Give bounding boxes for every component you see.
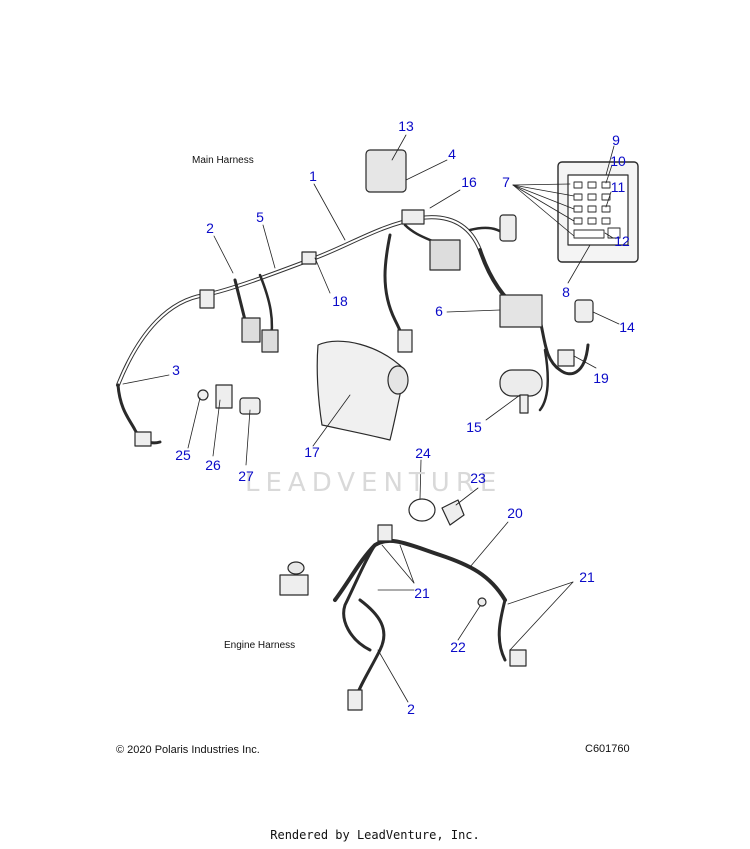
callout-27[interactable]: 27 xyxy=(238,468,254,484)
callout-4[interactable]: 4 xyxy=(448,146,456,162)
callout-24[interactable]: 24 xyxy=(415,445,431,461)
callout-2[interactable]: 2 xyxy=(206,220,214,236)
callout-26[interactable]: 26 xyxy=(205,457,221,473)
watermark: LEADVENTURE xyxy=(245,468,503,498)
callout-16[interactable]: 16 xyxy=(461,174,477,190)
callout-8[interactable]: 8 xyxy=(562,284,570,300)
callout-2-engine[interactable]: 2 xyxy=(407,701,415,717)
callout-17[interactable]: 17 xyxy=(304,444,320,460)
callout-11[interactable]: 11 xyxy=(610,179,626,195)
callout-6[interactable]: 6 xyxy=(435,303,443,319)
callout-1[interactable]: 1 xyxy=(309,168,317,184)
engine-harness-label: Engine Harness xyxy=(224,640,296,651)
callout-21-right[interactable]: 21 xyxy=(579,569,595,585)
figure-id: C601760 xyxy=(585,743,630,755)
callout-7[interactable]: 7 xyxy=(502,174,510,190)
callout-22[interactable]: 22 xyxy=(450,639,466,655)
callout-19[interactable]: 19 xyxy=(593,370,609,386)
callout-12[interactable]: 12 xyxy=(614,233,630,249)
callout-21-engine[interactable]: 21 xyxy=(414,585,430,601)
callout-14[interactable]: 14 xyxy=(619,319,635,335)
callout-13[interactable]: 13 xyxy=(398,118,414,134)
callout-15[interactable]: 15 xyxy=(466,419,482,435)
callout-20[interactable]: 20 xyxy=(507,505,523,521)
callout-18[interactable]: 18 xyxy=(332,293,348,309)
callout-5[interactable]: 5 xyxy=(256,209,264,225)
callout-23[interactable]: 23 xyxy=(470,470,486,486)
footer-credit: Rendered by LeadVenture, Inc. xyxy=(270,828,480,842)
callout-3[interactable]: 3 xyxy=(172,362,180,378)
copyright: © 2020 Polaris Industries Inc. xyxy=(116,744,260,756)
main-harness-label: Main Harness xyxy=(192,155,254,166)
callout-25[interactable]: 25 xyxy=(175,447,191,463)
callout-10[interactable]: 10 xyxy=(610,153,626,169)
callout-9[interactable]: 9 xyxy=(612,132,620,148)
